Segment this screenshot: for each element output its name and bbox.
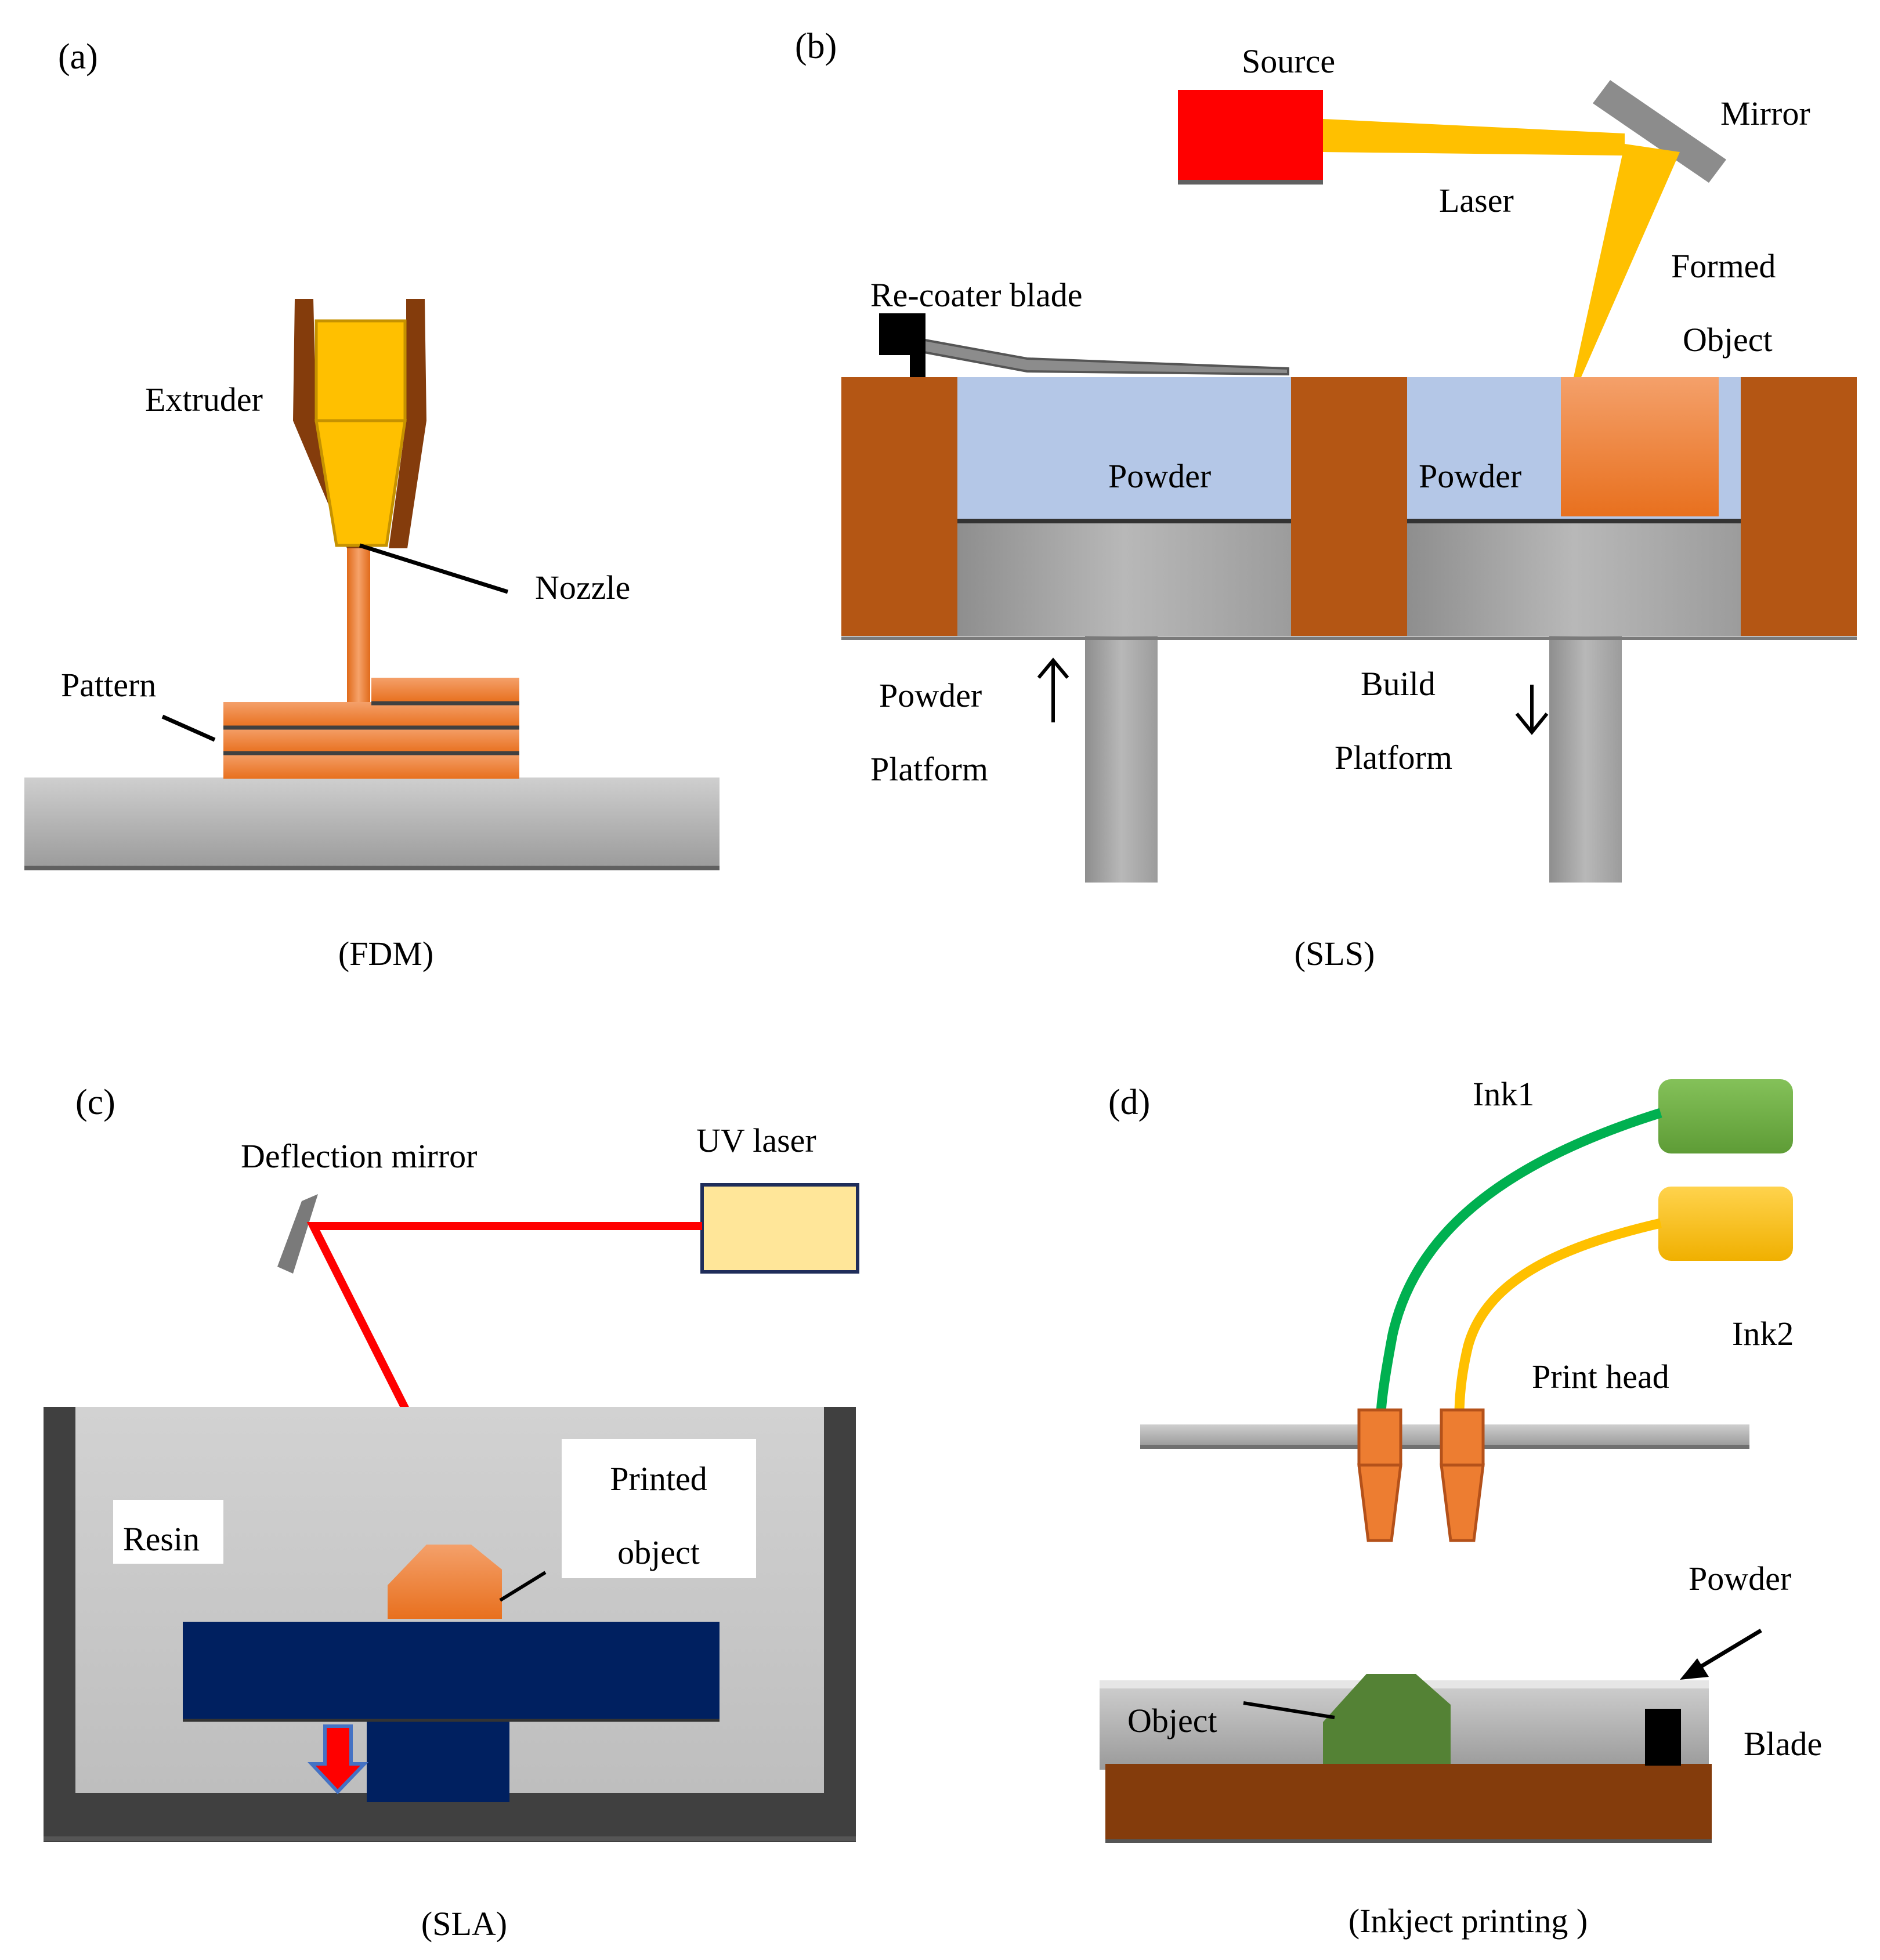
print-head-label: Print head: [1532, 1358, 1669, 1395]
sla-printed-object: [388, 1545, 502, 1619]
down-arrow-icon: [308, 1724, 369, 1795]
sla-build-platform: [183, 1622, 720, 1719]
printed-object-leader-line: [499, 1571, 547, 1602]
panel-c-sla: (c) Deflection mirror UV laser Resin Pri…: [44, 1083, 859, 1943]
inkjet-build-base: [1105, 1764, 1712, 1842]
extruder-cone: [314, 419, 407, 547]
resin-label: Resin: [123, 1520, 200, 1558]
pattern-label: Pattern: [61, 666, 156, 704]
powder-arrow-icon: [1680, 1628, 1762, 1680]
nozzle-leader-line: [359, 543, 509, 594]
powder-platform-piston: [1085, 636, 1158, 883]
caption-inkjet: (Inkject printing ): [1348, 1902, 1588, 1940]
powder-label: Powder: [1689, 1560, 1791, 1597]
build-platform-label-1: Build: [1361, 665, 1436, 703]
fdm-build-plate-shadow: [24, 866, 720, 870]
panel-letter-a: (a): [58, 37, 98, 77]
ink1-reservoir: [1658, 1079, 1793, 1153]
sls-wall-middle: [1291, 377, 1407, 636]
build-platform-piston: [1549, 636, 1622, 883]
panel-a-fdm: (a) Extruder Nozzle Pattern (FDM): [24, 37, 720, 972]
laser-beam-downward: [1574, 144, 1680, 377]
build-platform-top: [1407, 521, 1741, 636]
mirror-label: Mirror: [1720, 95, 1810, 132]
caption-fdm: (FDM): [338, 935, 433, 972]
printed-label-2: object: [617, 1534, 700, 1571]
sls-wall-right: [1741, 377, 1857, 636]
ink1-label: Ink1: [1473, 1075, 1534, 1113]
extruder-left-wall: [293, 299, 366, 548]
ink2-label: Ink2: [1732, 1315, 1794, 1353]
pattern-leader-line: [161, 714, 216, 742]
ink2-tube: [1454, 1218, 1662, 1416]
fdm-pattern-layer-2: [223, 728, 519, 753]
laser-source-shadow: [1178, 180, 1323, 185]
fdm-filament: [347, 545, 370, 702]
extruder-barrel: [314, 319, 407, 422]
caption-sla: (SLA): [421, 1905, 507, 1943]
formed-object: [1561, 377, 1719, 516]
object-label: Object: [1127, 1702, 1217, 1740]
fdm-pattern-layer-1: [223, 702, 519, 728]
ink1-tube: [1376, 1108, 1662, 1416]
printed-object-label-box: [562, 1439, 756, 1578]
panel-letter-d: (d): [1108, 1083, 1150, 1122]
sla-platform-stem: [367, 1719, 509, 1802]
resin-tank-shadow: [44, 1836, 856, 1841]
powder-left: [957, 377, 1291, 521]
ink2-reservoir: [1658, 1187, 1793, 1261]
panel-letter-b: (b): [795, 27, 837, 66]
down-arrow-icon: [1515, 685, 1549, 735]
uv-laser-box: [700, 1183, 859, 1274]
panel-d-inkjet: (d) In: [1100, 1075, 1822, 1940]
powder-platform-top: [957, 521, 1291, 636]
source-label: Source: [1242, 42, 1335, 80]
print-head-nozzle-2: [1440, 1408, 1485, 1542]
powder-platform-label-1: Powder: [879, 677, 982, 714]
sls-wall-left: [841, 377, 957, 636]
recoater-blade-stem: [910, 348, 925, 378]
fdm-build-plate: [24, 778, 720, 870]
powder-platform-label-2: Platform: [870, 750, 988, 788]
extruder-label: Extruder: [145, 381, 263, 418]
powder-left-label: Powder: [1108, 457, 1211, 495]
print-head-nozzle-1: [1357, 1408, 1402, 1542]
laser-label: Laser: [1439, 182, 1514, 219]
deflection-mirror-label: Deflection mirror: [241, 1137, 477, 1175]
panel-letter-c: (c): [75, 1083, 115, 1122]
resin-label-box: [113, 1500, 223, 1564]
blade-label: Blade: [1744, 1725, 1822, 1763]
inkjet-build-base-shadow: [1105, 1839, 1712, 1843]
inkjet-object: [1323, 1674, 1451, 1764]
fdm-pattern-top-layer: [371, 678, 519, 702]
extruder-right-wall: [389, 299, 426, 548]
fdm-pattern-layer-3: [223, 753, 519, 779]
panel-b-sls: (b): [795, 27, 1857, 972]
uv-laser-label: UV laser: [696, 1122, 816, 1159]
laser-beam-horizontal: [1323, 119, 1625, 156]
inkjet-blade: [1645, 1709, 1681, 1766]
powder-right-label: Powder: [1419, 457, 1521, 495]
laser-source-box: [1178, 90, 1323, 183]
caption-sls: (SLS): [1295, 935, 1375, 972]
build-platform-label-2: Platform: [1335, 739, 1452, 776]
printed-label-1: Printed: [610, 1460, 707, 1498]
nozzle-label: Nozzle: [535, 569, 630, 606]
recoater-blade: [898, 334, 1289, 376]
object-label: Object: [1683, 321, 1773, 359]
deflection-mirror: [277, 1194, 318, 1274]
recoater-label: Re-coater blade: [870, 276, 1083, 314]
sls-mirror: [1593, 80, 1726, 183]
object-leader-line: [1243, 1701, 1335, 1719]
up-arrow-icon: [1037, 657, 1069, 722]
formed-label: Formed: [1671, 247, 1776, 285]
